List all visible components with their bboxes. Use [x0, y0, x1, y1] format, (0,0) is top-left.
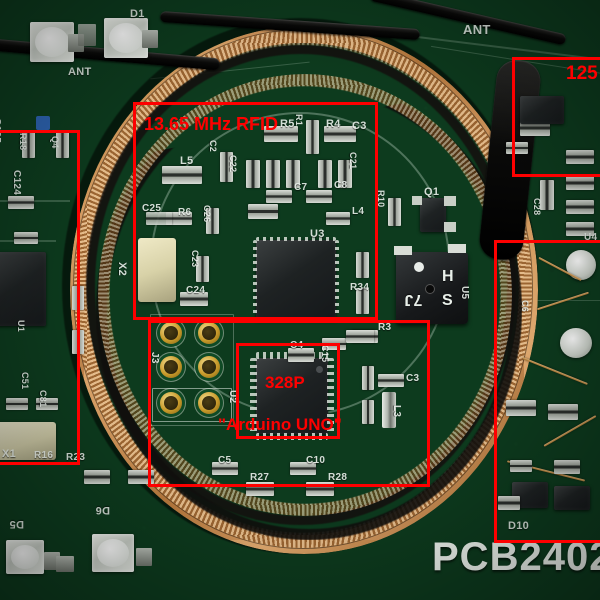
annotation-box-lf-region [512, 57, 600, 177]
resistor-r4 [324, 126, 356, 142]
inductor-l5 [162, 166, 202, 184]
label-125: 125 [566, 63, 598, 84]
cap-c7 [266, 190, 292, 203]
smd-part [8, 196, 34, 209]
ic-pins-left [250, 358, 257, 434]
cap-c5 [212, 462, 238, 475]
smd-part [506, 400, 536, 416]
crystal-x1 [0, 422, 56, 460]
cap-c24 [180, 292, 208, 306]
resistor-r34 [356, 288, 369, 314]
smd-part [548, 404, 578, 420]
cap-c8 [306, 190, 332, 203]
resistor-r5 [264, 126, 298, 142]
transistor-q1 [420, 198, 446, 232]
led-tab [78, 24, 96, 46]
smd-part [554, 460, 580, 474]
smd-part [338, 160, 352, 188]
header-via [198, 322, 220, 344]
led-d6 [92, 534, 134, 572]
cap-c23 [196, 256, 209, 282]
smd-part [510, 460, 532, 472]
label-rfid: 13.65 MHz RFID [144, 114, 279, 134]
ic-pins-right [335, 240, 339, 320]
smd-part [36, 398, 58, 410]
led-d1 [30, 22, 74, 62]
annotation-box-left-circuit-region [0, 130, 80, 465]
led-d2 [104, 18, 148, 58]
resistor-r1 [306, 120, 319, 154]
cap-c10 [290, 462, 316, 475]
led-tab [136, 548, 152, 566]
annotation-box-arduino-region [148, 320, 430, 487]
smd-part [346, 330, 374, 343]
left-ic [0, 252, 46, 326]
ic-pins-right [327, 358, 334, 434]
smd-part [220, 152, 233, 182]
smd-part [520, 120, 550, 136]
smd-part [566, 200, 594, 214]
cap-c26 [206, 208, 219, 234]
smd-part [566, 222, 594, 236]
smd-part [356, 252, 369, 278]
cap-c28 [540, 180, 554, 210]
smd-part [266, 160, 280, 188]
pcb-trace [0, 200, 70, 202]
q1-pad [444, 222, 456, 232]
q1-pad [412, 196, 422, 205]
resistor-r10 [388, 198, 401, 226]
led-tab [142, 30, 158, 48]
inductor-l3 [382, 392, 396, 428]
ic-pins-top [256, 237, 336, 241]
led-d5 [6, 540, 44, 574]
ic-pins-left [253, 240, 257, 320]
smd-part [362, 366, 374, 390]
header-via [160, 392, 182, 414]
header-via [198, 356, 220, 378]
smd-part [566, 176, 594, 190]
smd-part [22, 132, 35, 158]
smd-part [566, 150, 594, 164]
cap-c3b [378, 374, 404, 387]
transistor-right [520, 96, 564, 124]
module-hole [426, 285, 434, 293]
label-arduino: "Arduino UNO" [218, 415, 342, 434]
smd-part [362, 400, 374, 424]
ic-u3 [256, 240, 336, 320]
smd-part [506, 142, 528, 154]
label-328p: 328P [265, 373, 305, 392]
module-pad [448, 244, 466, 253]
crystal-x2 [138, 238, 176, 302]
annotation-box-rfid-region [133, 102, 378, 320]
annotation-box-mcu-region [236, 343, 340, 439]
cap-c25 [146, 212, 172, 225]
led-tab [56, 556, 74, 572]
solder-blob [560, 328, 592, 358]
module-dot [414, 262, 424, 272]
smd-part [14, 232, 38, 244]
header-outline [152, 388, 232, 422]
smd-part [248, 204, 278, 219]
inductor-l4 [326, 212, 350, 225]
q1-pad [444, 196, 456, 206]
smd-part [84, 470, 110, 484]
header-via [160, 356, 182, 378]
smd-part [246, 160, 260, 188]
header-via [198, 392, 220, 414]
smd-part [6, 398, 28, 410]
cap-c4 [288, 348, 314, 362]
smd-part [56, 132, 69, 158]
smd-part [318, 160, 332, 188]
module-pad [394, 246, 412, 255]
resistor-r6 [166, 212, 192, 225]
smd-part [286, 160, 300, 188]
smd-part [128, 470, 154, 484]
ic-right-small-2 [554, 486, 590, 510]
annotation-box-right-circuit-region [494, 240, 600, 543]
header-via [160, 322, 182, 344]
ic-pin1-dot [316, 366, 323, 373]
smd-part [498, 496, 520, 510]
blue-cap [36, 116, 50, 130]
